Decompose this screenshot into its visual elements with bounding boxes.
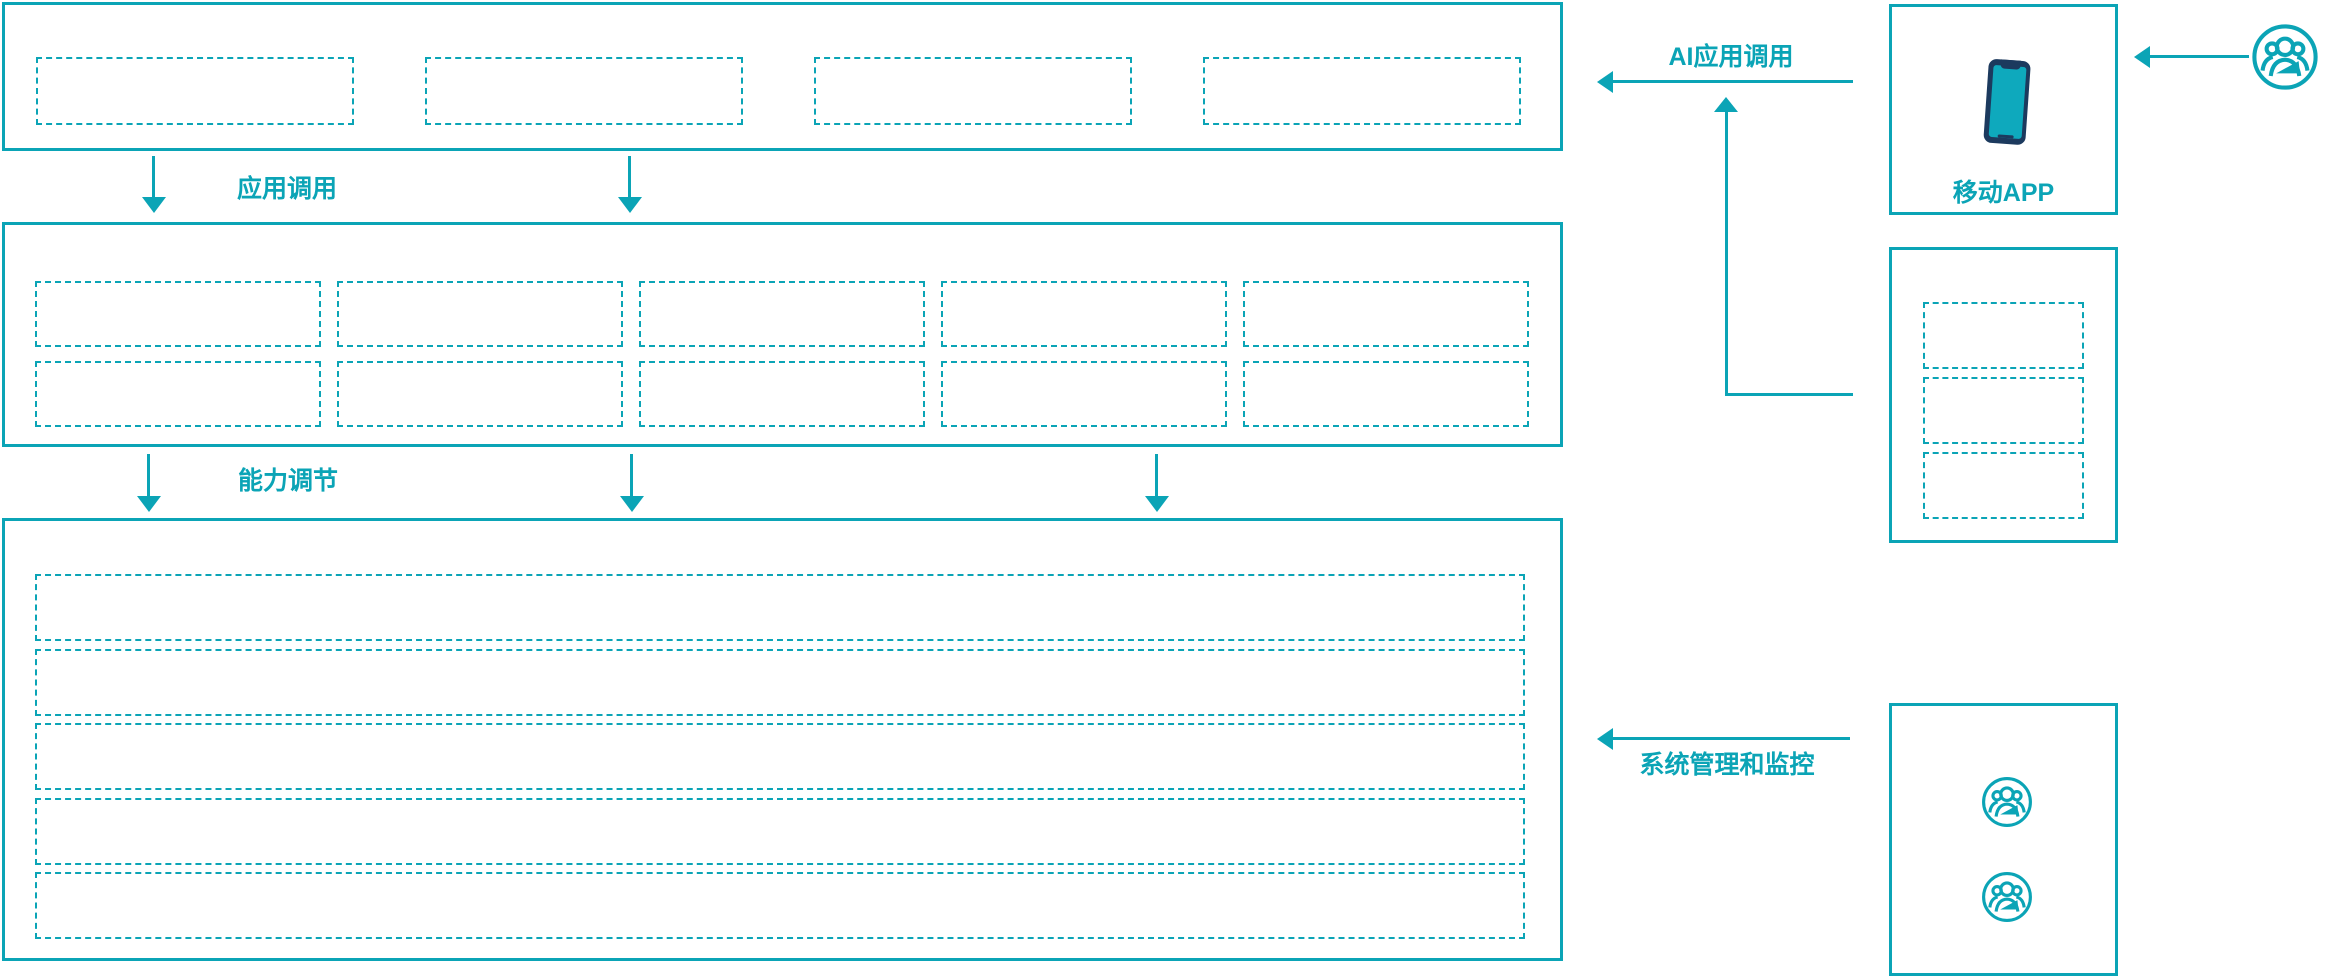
placeholder-box xyxy=(1923,452,2084,519)
placeholder-box xyxy=(425,57,743,125)
system-monitor-arrow xyxy=(1597,728,1850,750)
arrow-shaft xyxy=(152,156,155,199)
right-middle-box xyxy=(1889,247,2118,543)
user-group-icon xyxy=(1982,777,2032,827)
mobile-app-box: 移动APP xyxy=(1889,4,2118,215)
arrow-head-down-icon xyxy=(1145,496,1169,512)
arrow-head-down-icon xyxy=(618,197,642,213)
arrow-shaft xyxy=(147,454,150,498)
arrow-head-down-icon xyxy=(137,496,161,512)
user-group-icon xyxy=(1982,872,2032,922)
arrow-head-left-icon xyxy=(1597,71,1613,93)
connector-horizontal-line xyxy=(1725,393,1853,396)
placeholder-box xyxy=(35,872,1525,939)
smartphone-icon xyxy=(1983,59,2031,145)
placeholder-box xyxy=(1923,302,2084,369)
system-monitor-label: 系统管理和监控 xyxy=(1639,751,1815,779)
arrow-shaft xyxy=(628,156,631,199)
down-arrow xyxy=(142,156,166,213)
arrow-shaft xyxy=(2149,55,2249,58)
down-arrow xyxy=(1145,454,1169,512)
placeholder-box xyxy=(639,281,925,347)
placeholder-box xyxy=(1203,57,1521,125)
placeholder-box xyxy=(337,361,623,427)
placeholder-box xyxy=(941,361,1227,427)
arrow-head-up-icon xyxy=(1714,97,1738,112)
placeholder-box xyxy=(639,361,925,427)
arrow-shaft xyxy=(630,454,633,498)
placeholder-box xyxy=(35,281,321,347)
arrow-head-down-icon xyxy=(620,496,644,512)
base-layer-box xyxy=(2,518,1563,961)
placeholder-box xyxy=(1923,377,2084,444)
arrow-shaft xyxy=(1155,454,1158,498)
placeholder-box xyxy=(814,57,1132,125)
admin-box xyxy=(1889,703,2118,976)
app-call-label: 应用调用 xyxy=(236,175,338,203)
capability-layer-box xyxy=(2,222,1563,447)
top-layer-box xyxy=(2,2,1563,151)
placeholder-box xyxy=(1243,361,1529,427)
placeholder-box xyxy=(35,797,1525,865)
placeholder-box xyxy=(35,723,1525,790)
placeholder-box xyxy=(35,648,1525,716)
arrow-head-left-icon xyxy=(1597,728,1613,750)
capability-label: 能力调节 xyxy=(237,467,339,495)
arrow-shaft xyxy=(1612,737,1850,740)
down-arrow xyxy=(137,454,161,512)
ai-app-call-arrow xyxy=(1597,71,1853,93)
ai-app-call-label: AI应用调用 xyxy=(1668,43,1794,71)
arrow-head-left-icon xyxy=(2134,46,2150,68)
placeholder-box xyxy=(337,281,623,347)
mobile-app-label: 移动APP xyxy=(1952,179,2055,207)
connector-vertical-line xyxy=(1725,112,1728,396)
placeholder-box xyxy=(36,57,354,125)
placeholder-box xyxy=(1243,281,1529,347)
user-group-icon xyxy=(2252,24,2318,90)
arrow-head-down-icon xyxy=(142,197,166,213)
user-to-app-arrow xyxy=(2134,46,2249,68)
placeholder-box xyxy=(35,574,1525,641)
arrow-shaft xyxy=(1612,80,1853,83)
down-arrow xyxy=(620,454,644,512)
placeholder-box xyxy=(941,281,1227,347)
down-arrow xyxy=(618,156,642,213)
placeholder-box xyxy=(35,361,321,427)
